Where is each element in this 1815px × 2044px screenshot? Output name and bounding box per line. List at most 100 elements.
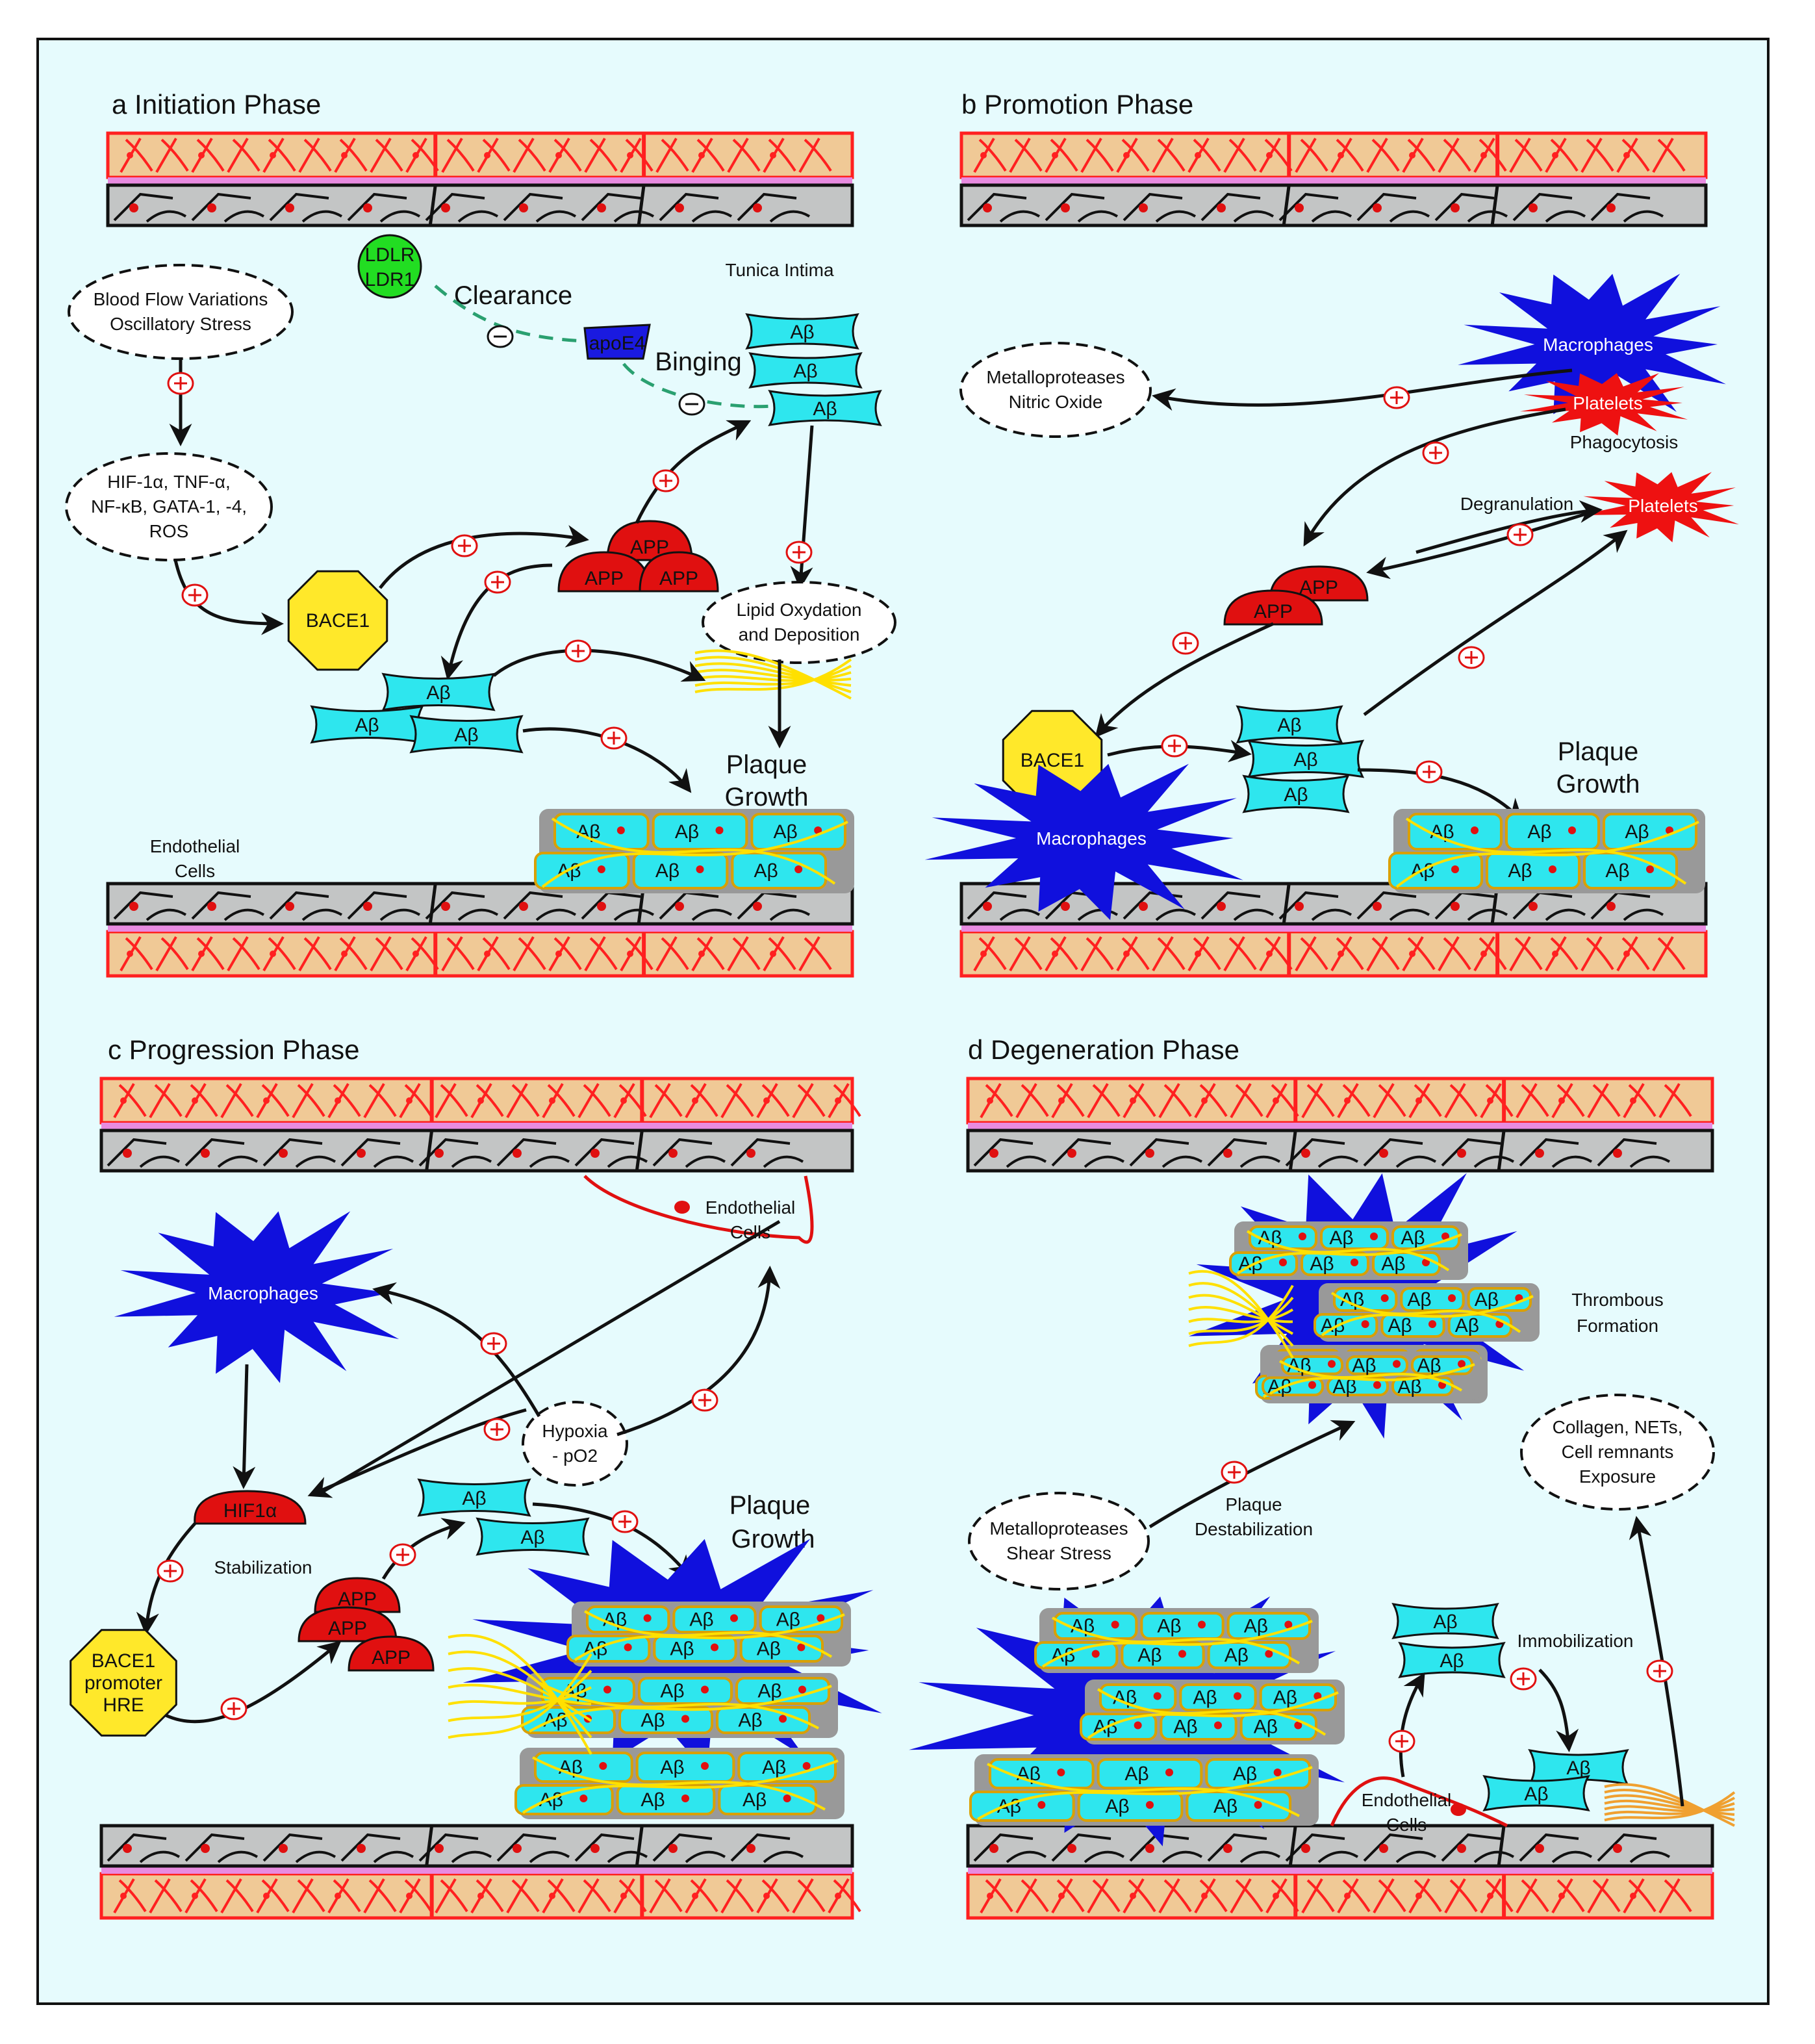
cell-gap — [1288, 1825, 1297, 1867]
muscle-nucleus — [192, 1893, 198, 1899]
endothelial-label-a2: Cells — [175, 861, 215, 881]
abeta-label: Aβ — [1433, 1611, 1457, 1633]
platelets-b-top: Platelets — [1520, 373, 1688, 436]
plaque-nucleus — [1351, 1258, 1358, 1266]
bace1-label: BACE1 — [306, 610, 370, 632]
muscle-nucleus — [1273, 1097, 1279, 1104]
plaque-fibrils — [574, 1610, 845, 1661]
abeta-shape — [1242, 774, 1350, 813]
muscle-nucleus — [692, 1097, 698, 1104]
muscle-nucleus — [1338, 152, 1344, 159]
plaque-fibrils — [976, 1763, 1313, 1820]
app-b-2: APP — [1223, 589, 1323, 626]
node-text: and Deposition — [739, 624, 860, 645]
plus-sign — [785, 541, 813, 564]
muscle-nucleus — [763, 1097, 770, 1104]
plaque-label-c1: Plaque — [730, 1491, 811, 1520]
plaque-nucleus — [1153, 1692, 1161, 1700]
plaque-abeta — [534, 1752, 633, 1783]
panel-title-a: a Initiation Phase — [112, 89, 321, 120]
apoe4-label: apoE4 — [589, 333, 646, 354]
cell-nucleus — [513, 1844, 522, 1853]
plus-sign — [1506, 523, 1534, 546]
tunica-intima-band — [106, 183, 854, 227]
plaque-abeta-label: Aβ — [1310, 1253, 1334, 1275]
plaque-nucleus — [603, 1685, 611, 1694]
cell-nucleus — [1295, 203, 1304, 212]
muscle-nucleus — [477, 1893, 484, 1899]
abeta-shape — [417, 1478, 531, 1517]
platelets-to-app — [1303, 407, 1566, 547]
elastic-lamina — [961, 924, 1706, 932]
cell-nucleus — [1606, 902, 1616, 911]
muscle-nucleus — [127, 152, 133, 159]
cell-gap — [1282, 883, 1291, 925]
cell-nucleus — [1295, 902, 1304, 911]
muscle-nucleus — [406, 1893, 412, 1899]
bace1-a: BACE1 — [287, 570, 388, 671]
muscle-nucleus — [1480, 951, 1487, 957]
plaque-abeta-label: Aβ — [1381, 1253, 1405, 1275]
plaque-fibrils — [522, 1756, 839, 1814]
muscle-nucleus — [1409, 152, 1415, 159]
immobilization-label: Immobilization — [1517, 1631, 1634, 1651]
app-label: APP — [328, 1618, 367, 1639]
abeta-b-1: Aβ — [1236, 705, 1343, 744]
plaque-abeta-label: Aβ — [539, 1789, 563, 1811]
node-text: Metalloproteases — [989, 1518, 1128, 1539]
plaque-nucleus — [802, 1762, 811, 1770]
macrophages-c-shape — [114, 1211, 400, 1383]
plus-sign — [611, 1510, 639, 1533]
muscle-nucleus — [484, 152, 490, 159]
muscle-nucleus — [1195, 152, 1201, 159]
plaque-abeta-label: Aβ — [1254, 1717, 1278, 1738]
plaque-nucleus — [1361, 1320, 1369, 1328]
cell-nucleus — [1217, 203, 1226, 212]
plaque-nucleus — [783, 1795, 791, 1802]
abeta-shape — [1247, 739, 1365, 778]
plaque-nucleus — [1165, 1769, 1173, 1776]
plaque-nucleus — [681, 1795, 689, 1802]
plaque-abeta — [1583, 852, 1678, 889]
muscle-nucleus — [270, 152, 276, 159]
muscle-nucleus — [835, 1097, 841, 1104]
cell-nucleus — [441, 902, 450, 911]
plaque-nucleus — [711, 1643, 718, 1652]
plaque-nucleus — [1422, 1258, 1430, 1266]
cell-nucleus — [1223, 1844, 1232, 1853]
plaque-abeta-label: Aβ — [762, 1757, 786, 1778]
node-text: Oscillatory Stress — [110, 314, 251, 334]
plaque-abeta — [534, 852, 630, 889]
plaque-label-a1: Plaque — [726, 750, 807, 779]
plaque-nucleus — [1646, 865, 1654, 873]
cell-nucleus — [753, 203, 762, 212]
muscle-nucleus — [987, 1097, 993, 1104]
muscle-nucleus — [698, 951, 705, 957]
muscle-nucleus — [1266, 951, 1273, 957]
plaque-abeta-label: Aβ — [776, 1609, 800, 1631]
plaque-abeta — [1186, 1791, 1292, 1822]
plaque-nucleus — [1091, 1650, 1100, 1658]
muscle-nucleus — [1052, 152, 1058, 159]
plaque-abeta — [716, 1706, 811, 1734]
plaque-nucleus — [1284, 1620, 1293, 1629]
plaque-abeta — [1077, 1791, 1184, 1822]
plaque-abeta — [638, 1677, 733, 1705]
node-text: Lipid Oxydation — [736, 600, 861, 620]
plus-sign — [483, 1418, 511, 1441]
vessel-wall-c-top — [99, 1077, 861, 1173]
abeta-to-plaque-b — [1357, 768, 1523, 822]
node-text: Shear Stress — [1006, 1543, 1111, 1563]
cell-nucleus — [519, 902, 528, 911]
abeta-shape — [1482, 1774, 1590, 1812]
vessel-wall-d-bottom — [966, 1824, 1714, 1920]
muscle-nucleus — [477, 1097, 484, 1104]
macrophages-b-top-label: Macrophages — [1543, 335, 1653, 355]
abeta-label: Aβ — [1284, 784, 1308, 806]
plus-sign — [480, 1332, 507, 1355]
plaque-abeta-label: Aβ — [738, 1710, 762, 1731]
